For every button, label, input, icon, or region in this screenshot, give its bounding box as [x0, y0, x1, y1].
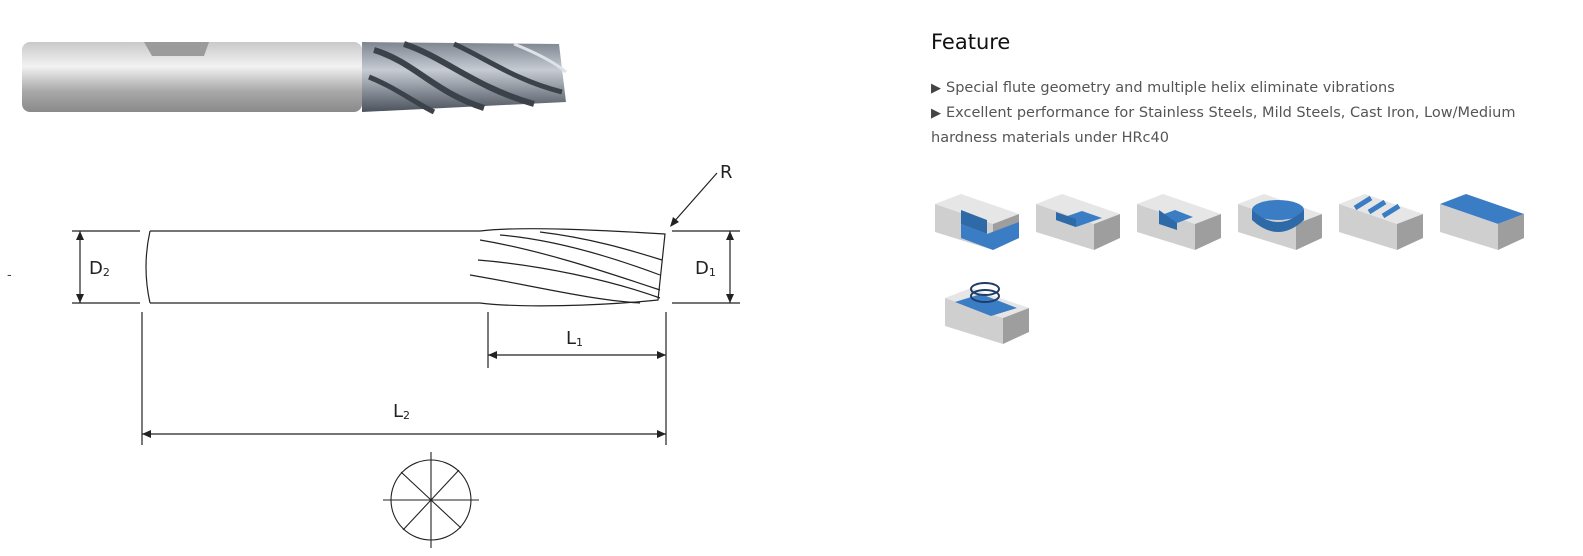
label-d2: D2: [89, 258, 110, 279]
multi-slot-icon: [1335, 190, 1427, 258]
end-mill-photo: [22, 41, 567, 115]
bullet-icon: ▶: [931, 81, 941, 96]
pocket-milling-icon: [1133, 190, 1225, 258]
feature-item: ▶Excellent performance for Stainless Ste…: [931, 105, 1516, 146]
label-r: R: [720, 162, 733, 183]
bullet-icon: ▶: [931, 106, 941, 121]
feature-list: ▶Special flute geometry and multiple hel…: [931, 76, 1551, 151]
technical-drawing: R D2 D1 L1 L2: [72, 162, 740, 548]
feature-title: Feature: [931, 30, 1011, 54]
circular-interpolation-icon: [1234, 190, 1326, 258]
face-milling-icon: [1436, 190, 1528, 258]
helical-milling-icon: [941, 278, 1033, 346]
shoulder-milling-icon: [931, 190, 1023, 258]
slotting-icon: [1032, 190, 1124, 258]
feature-item: ▶Special flute geometry and multiple hel…: [931, 80, 1395, 96]
label-l1: L1: [566, 328, 583, 349]
label-d1: D1: [695, 258, 716, 279]
feature-panel: Feature ▶Special flute geometry and mult…: [931, 30, 1551, 151]
dash-mark: -: [7, 268, 12, 283]
label-l2: L2: [393, 401, 410, 422]
product-images-panel: R D2 D1 L1 L2 -: [7, 41, 740, 548]
